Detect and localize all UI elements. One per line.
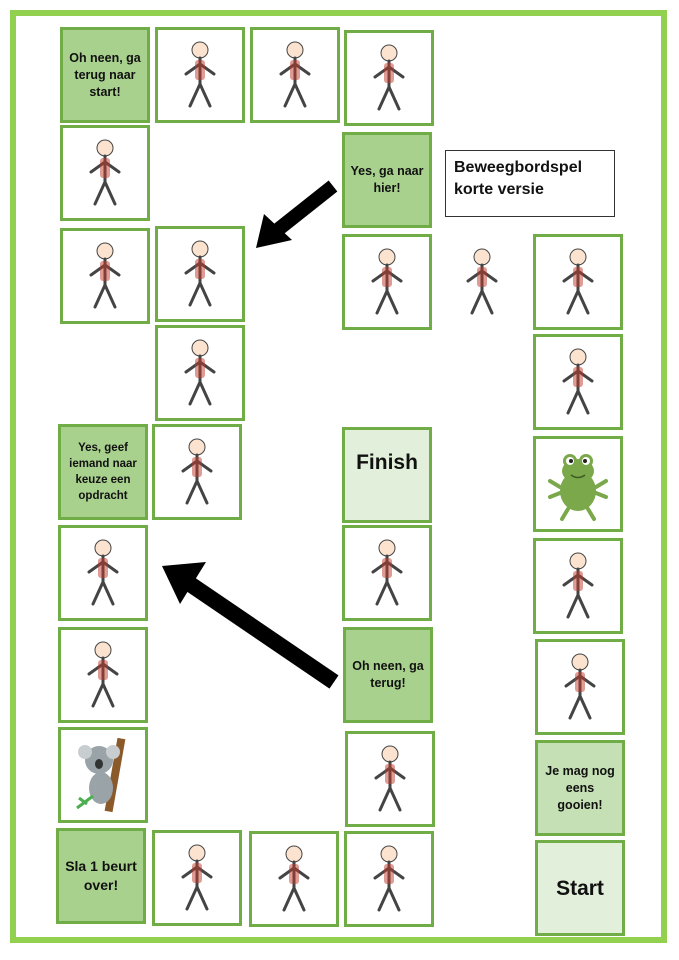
person-figure-icon [181,844,213,911]
person-figure-icon [373,44,405,111]
person-figure-icon [87,539,119,606]
frog-icon [548,454,608,521]
exercise-knee-lift-image [155,226,245,322]
tile-give-task: Yes, geef iemand naar keuze een opdracht [58,424,148,520]
exercise-crawl-image [437,234,527,330]
exercise-balance-image [533,538,623,634]
person-figure-icon [373,845,405,912]
arrow-to-hier [256,180,338,248]
person-figure-icon [371,248,403,315]
person-figure-icon [562,552,594,619]
tile-back-to-start: Oh neen, ga terug naar start! [60,27,150,123]
exercise-running-image [155,325,245,421]
exercise-running-image [344,831,434,927]
exercise-bunny-hop-image [249,831,339,927]
tile-text: Oh neen, ga terug! [352,659,424,690]
exercise-push-up-image [152,830,242,926]
exercise-hurdle-image [533,234,623,330]
tile-text: Sla 1 beurt over! [65,858,137,893]
person-figure-icon [184,41,216,108]
exercise-roll-image [58,525,148,621]
person-figure-icon [181,438,213,505]
exercise-wall-push-image [344,30,434,126]
tile-skip-turn: Sla 1 beurt over! [56,828,146,924]
person-figure-icon [89,139,121,206]
tile-go-back: Oh neen, ga terug! [343,627,433,723]
exercise-squat-image [342,525,432,621]
person-figure-icon [278,845,310,912]
koala-image [58,727,148,823]
exercise-hip-circle-image [155,27,245,123]
person-figure-icon [184,240,216,307]
exercise-long-jump-image [58,627,148,723]
person-figure-icon [87,641,119,708]
tile-finish: Finish [342,427,432,523]
tile-text: Oh neen, ga terug naar start! [69,50,141,99]
exercise-v-sit-image [60,228,150,324]
tile-start: Start [535,840,625,936]
exercise-ball-throw-image [345,731,435,827]
arrow-go-back [162,562,339,689]
tile-text: Start [556,876,604,900]
exercise-kick-image [342,234,432,330]
person-figure-icon [374,745,406,812]
tile-go-here: Yes, ga naar hier! [342,132,432,228]
game-title: Beweegbordspel korte versie [445,150,615,217]
person-figure-icon [371,539,403,606]
tile-throw-again: Je mag nog eens gooien! [535,740,625,836]
person-figure-icon [564,653,596,720]
person-figure-icon [89,242,121,309]
exercise-squat-jump-image [533,334,623,430]
exercise-plank-image [250,27,340,123]
person-figure-icon [562,348,594,415]
person-figure-icon [562,248,594,315]
person-figure-icon [466,248,498,315]
exercise-stretch-up-image [152,424,242,520]
tile-text: Yes, geef iemand naar keuze een opdracht [69,442,137,502]
exercise-tuck-image [535,639,625,735]
exercise-sitting-image [60,125,150,221]
tile-text: Yes, ga naar hier! [350,164,424,195]
frog-image [533,436,623,532]
person-figure-icon [184,339,216,406]
koala-icon [76,738,126,812]
page-frame [10,10,667,943]
tile-text: Finish [356,451,418,474]
tile-text: Je mag nog eens gooien! [545,763,615,812]
person-figure-icon [279,41,311,108]
